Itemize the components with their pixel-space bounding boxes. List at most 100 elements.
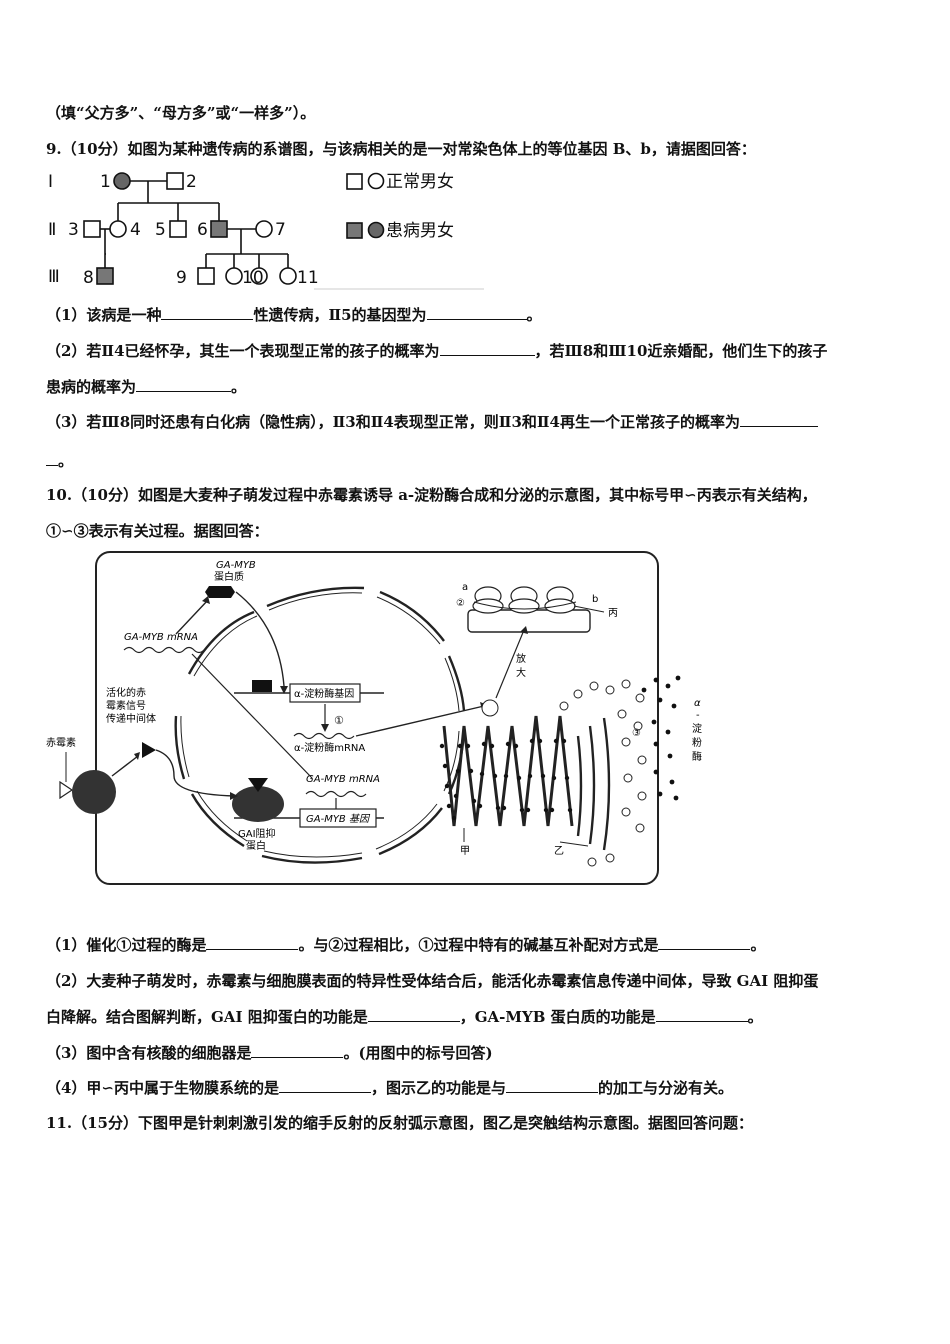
q9-stem-text: 9.（10分）如图为某种遗传病的系谱图，与该病相关的是一对常染色体上的等位基因 … xyxy=(46,140,756,158)
answer-blank[interactable] xyxy=(251,1043,344,1058)
step-3-label: ③ xyxy=(632,728,641,739)
q10-4-text-b: ，图示乙的功能是与 xyxy=(371,1079,507,1097)
q10-stem-text: 10.（10分）如图是大麦种子萌发过程中赤霉素诱导 a-淀粉酶合成和分泌的示意图… xyxy=(46,486,817,504)
legend-normal-female-icon xyxy=(367,172,385,190)
pedigree-8-affected-male xyxy=(96,267,114,285)
q10-stem: 10.（10分）如图是大麦种子萌发过程中赤霉素诱导 a-淀粉酶合成和分泌的示意图… xyxy=(46,484,817,505)
q10-part3: （3）图中含有核酸的细胞器是。(用图中的标号回答) xyxy=(46,1042,493,1063)
pedigree-num-2: 2 xyxy=(186,172,197,192)
pedigree-10-normal-female xyxy=(225,267,243,285)
amylase-granules xyxy=(641,675,681,801)
answer-blank[interactable] xyxy=(739,412,818,427)
q10-part1: （1）催化①过程的酶是。与②过程相比，①过程中特有的碱基互补配对方式是。 xyxy=(46,934,765,955)
pedigree-num-3: 3 xyxy=(68,220,79,240)
answer-blank[interactable] xyxy=(655,1007,748,1022)
amylase-gene-box xyxy=(289,683,361,703)
answer-blank[interactable] xyxy=(439,341,535,356)
pedigree-chart: Ⅰ Ⅱ Ⅲ 1 2 3 4 5 6 7 8 9 10 11 正常男女 患病男女 xyxy=(48,172,484,290)
q9-2-text-c: 患病的概率为 xyxy=(46,378,137,396)
pedigree-5-normal-male xyxy=(169,220,187,238)
pedigree-num-6: 6 xyxy=(197,220,208,240)
q9-part3: （3）若Ⅲ8同时还患有白化病（隐性病），Ⅱ3和Ⅱ4表现型正常，则Ⅱ3和Ⅱ4再生一… xyxy=(46,411,818,432)
signal-intermediate-icon xyxy=(142,742,156,758)
q9-2-text-b: ，若Ⅲ8和Ⅲ10近亲婚配，他们生下的孩子 xyxy=(534,342,828,360)
q9-part3-cont: 。 xyxy=(46,450,73,471)
q9-1-text-a: （1）该病是一种 xyxy=(46,306,162,324)
q10-1-text-a: （1）催化①过程的酶是 xyxy=(46,936,207,954)
amylase-label-1: α xyxy=(694,698,701,709)
pedigree-num-9: 9 xyxy=(176,268,187,288)
answer-blank[interactable] xyxy=(426,305,527,320)
answer-blank[interactable] xyxy=(367,1007,460,1022)
gibberellin-label: 赤霉素 xyxy=(46,736,76,749)
enlarge-label-a: 放 xyxy=(516,652,526,665)
label-b: b xyxy=(592,594,598,605)
q9-2-text-d: 。 xyxy=(231,378,247,396)
label-jia: 甲 xyxy=(460,846,470,857)
pedigree-4-normal-female xyxy=(109,220,127,238)
gai-label-a: GAI阻抑 xyxy=(238,828,276,840)
label-bing: 丙 xyxy=(608,608,618,619)
q11-stem: 11.（15分）下图甲是针刺刺激引发的缩手反射的反射弧示意图，图乙是突触结构示意… xyxy=(46,1112,753,1133)
pedigree-9-normal-male xyxy=(197,267,215,285)
answer-blank[interactable] xyxy=(658,935,751,950)
label-yi: 乙 xyxy=(554,845,564,857)
q11-stem-text: 11.（15分）下图甲是针刺刺激引发的缩手反射的反射弧示意图，图乙是突触结构示意… xyxy=(46,1114,753,1132)
q10-stem-cont: ①∽③表示有关过程。据图回答： xyxy=(46,520,269,541)
legend-normal-male-icon xyxy=(346,173,363,190)
answer-blank[interactable] xyxy=(161,305,254,320)
ga-myb-gene-box xyxy=(299,808,377,828)
receptor-shape xyxy=(72,770,116,814)
amylase-mrna-label: α-淀粉酶mRNA xyxy=(294,741,365,754)
ga-myb-mrna-label: GA-MYB mRNA xyxy=(306,774,380,785)
pedigree-3-normal-male xyxy=(83,220,101,238)
step-2-label: ② xyxy=(456,598,465,609)
q10-part4: （4）甲∽丙中属于生物膜系统的是，图示乙的功能是与的加工与分泌有关。 xyxy=(46,1077,733,1098)
q10-part2-cont: 白降解。结合图解判断，GAI 阻抑蛋白的功能是，GA-MYB 蛋白质的功能是。 xyxy=(46,1006,763,1027)
ga-myb-protein-shape xyxy=(205,586,235,598)
q9-stem: 9.（10分）如图为某种遗传病的系谱图，与该病相关的是一对常染色体上的等位基因 … xyxy=(46,138,756,159)
answer-blank[interactable] xyxy=(46,451,58,466)
ga-myb-protein-label: GA-MYB xyxy=(216,560,256,571)
activated-label-a: 活化的赤 xyxy=(106,686,146,699)
legend-normal-label: 正常男女 xyxy=(386,172,454,192)
activated-label-b: 霉素信号 xyxy=(106,699,146,712)
q9-3-text-a: （3）若Ⅲ8同时还患有白化病（隐性病），Ⅱ3和Ⅱ4表现型正常，则Ⅱ3和Ⅱ4再生一… xyxy=(46,413,740,431)
q10-stem-text-b: ①∽③表示有关过程。据图回答： xyxy=(46,522,269,540)
q10-4-text-c: 的加工与分泌有关。 xyxy=(598,1079,734,1097)
gibberellin-amylase-diagram: GA-MYB 蛋白质 GA-MYB mRNA α-淀粉酶基因 ① α-淀粉酶mR… xyxy=(46,551,702,885)
ga-myb-gene-label: GA-MYB 基因 xyxy=(306,813,371,825)
q10-1-text-b: 。与②过程相比，①过程中特有的碱基互补配对方式是 xyxy=(298,936,659,954)
answer-blank[interactable] xyxy=(279,1078,372,1093)
legend-affected-female-icon xyxy=(367,221,385,239)
label-a: a xyxy=(462,582,468,593)
pedigree-num-8: 8 xyxy=(83,268,94,288)
q9-part1: （1）该病是一种性遗传病，Ⅱ5的基因型为。 xyxy=(46,304,542,325)
amylase-label-2: - xyxy=(696,710,700,721)
activated-label-c: 传递中间体 xyxy=(106,712,156,725)
q9-1-text-c: 。 xyxy=(526,306,542,324)
q9-part2: （2）若Ⅱ4已经怀孕，其生一个表现型正常的孩子的概率为 ，若Ⅲ8和Ⅲ10近亲婚配，… xyxy=(46,340,827,361)
ga-myb-mrna-top-wave xyxy=(123,646,205,654)
gai-repressor-shape xyxy=(232,786,284,822)
pedigree-num-7: 7 xyxy=(275,220,286,240)
pedigree-num-1: 1 xyxy=(100,172,111,192)
amylase-label-4: 粉 xyxy=(692,736,702,749)
answer-blank[interactable] xyxy=(506,1078,599,1093)
q8-tail-text: （填“父方多”、“母方多”或“一样多”）。 xyxy=(46,104,316,122)
gen-I-label: Ⅰ xyxy=(48,172,53,192)
pedigree-num-11: 11 xyxy=(297,268,319,288)
legend-affected-label: 患病男女 xyxy=(386,221,454,241)
q9-part2-cont: 患病的概率为 。 xyxy=(46,376,246,397)
pedigree-6-affected-male xyxy=(210,220,228,238)
step-1-label: ① xyxy=(334,714,344,727)
q10-2-text-c: ，GA-MYB 蛋白质的功能是 xyxy=(459,1008,656,1026)
q10-2-text-b: 白降解。结合图解判断，GAI 阻抑蛋白的功能是 xyxy=(46,1008,368,1026)
q9-2-text-a: （2）若Ⅱ4已经怀孕，其生一个表现型正常的孩子的概率为 xyxy=(46,342,440,360)
answer-blank[interactable] xyxy=(136,377,232,392)
pedigree-11-normal-female xyxy=(250,267,268,285)
cell-outline xyxy=(95,551,659,885)
legend-affected-male-icon xyxy=(346,222,363,239)
answer-blank[interactable] xyxy=(206,935,299,950)
pedigree-2-normal-male xyxy=(166,172,184,190)
